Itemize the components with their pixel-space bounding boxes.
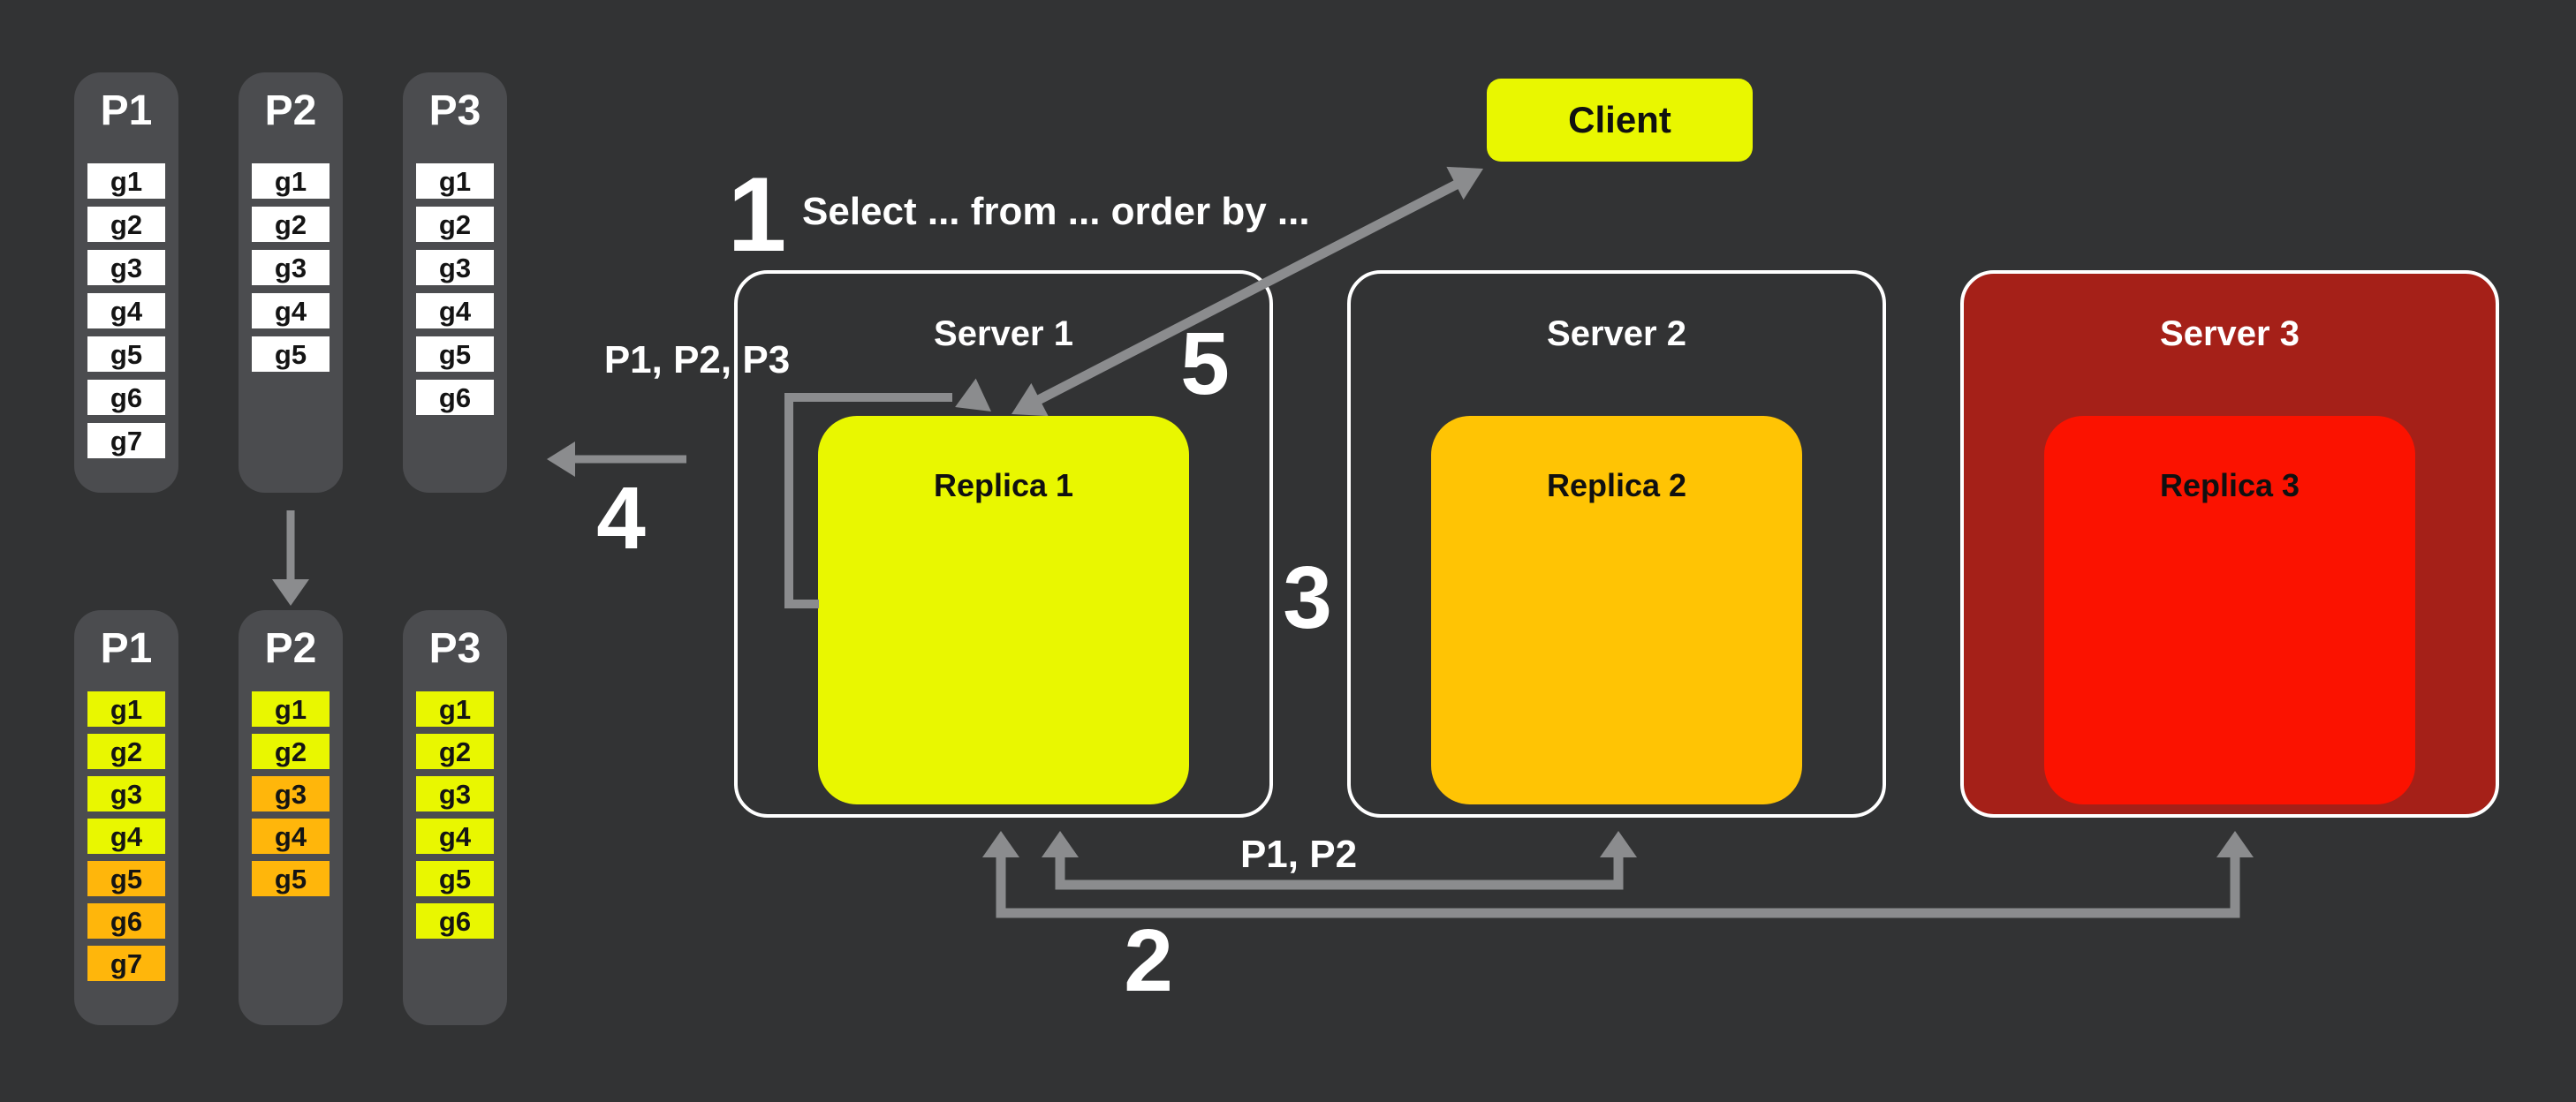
gene-cell: g6 — [87, 903, 165, 939]
gene-list: g1 g2 g3 g4 g5 g6 g7 — [87, 163, 165, 458]
server-3-box: Server 3 Replica 3 — [1960, 270, 2499, 818]
gene-cell: g3 — [252, 776, 330, 811]
step-2-label: 2 — [1124, 911, 1173, 1010]
gene-cell: g3 — [87, 250, 165, 285]
replica-1-box: Replica 1 — [818, 416, 1189, 804]
gene-cell: g4 — [252, 293, 330, 328]
partition-after-p3: P3 g1 g2 g3 g4 g5 g6 — [403, 610, 507, 1025]
gene-list: g1 g2 g3 g4 g5 g6 — [416, 163, 494, 415]
gene-cell: g3 — [252, 250, 330, 285]
query-text-label: Select ... from ... order by ... — [802, 190, 1310, 233]
server-name: Server 3 — [2160, 314, 2299, 353]
server-name: Server 2 — [1547, 314, 1686, 353]
partition-title: P2 — [264, 625, 317, 672]
gene-cell: g3 — [416, 776, 494, 811]
client-label: Client — [1568, 99, 1671, 140]
partition-title: P3 — [428, 87, 481, 134]
partition-before-p1: P1 g1 g2 g3 g4 g5 g6 g7 — [74, 72, 178, 493]
gene-cell: g2 — [252, 734, 330, 769]
gene-cell: g2 — [87, 207, 165, 242]
replica-name: Replica 2 — [1546, 467, 1687, 503]
loop-partitions-label: P1, P2, P3 — [603, 338, 791, 381]
gene-cell: g3 — [87, 776, 165, 811]
sync-partitions-label: P1, P2 — [1239, 833, 1358, 876]
gene-cell: g6 — [87, 380, 165, 415]
gene-cell: g4 — [416, 819, 494, 854]
partition-title: P2 — [264, 87, 317, 134]
server1-server3-sync-arrow-icon — [982, 831, 2254, 918]
step-1-label: 1 — [727, 155, 787, 274]
gene-list: g1 g2 g3 g4 g5 — [252, 163, 330, 372]
gene-cell: g7 — [87, 423, 165, 458]
partition-after-p1: P1 g1 g2 g3 g4 g5 g6 g7 — [74, 610, 178, 1025]
gene-cell: g4 — [416, 293, 494, 328]
gene-cell: g5 — [252, 336, 330, 372]
gene-cell: g1 — [87, 163, 165, 199]
gene-cell: g4 — [252, 819, 330, 854]
gene-list: g1 g2 g3 g4 g5 g6 — [416, 691, 494, 939]
gene-cell: g5 — [87, 861, 165, 896]
replica-name: Replica 1 — [933, 467, 1074, 503]
gene-cell: g5 — [87, 336, 165, 372]
replica-name: Replica 3 — [2159, 467, 2300, 503]
gene-cell: g6 — [416, 380, 494, 415]
gene-cell: g1 — [87, 691, 165, 727]
gene-cell: g4 — [87, 293, 165, 328]
gene-cell: g4 — [87, 819, 165, 854]
gene-cell: g7 — [87, 946, 165, 981]
gene-list: g1 g2 g3 g4 g5 — [252, 691, 330, 896]
step-3-label: 3 — [1283, 548, 1332, 647]
gene-cell: g1 — [252, 691, 330, 727]
gene-cell: g5 — [252, 861, 330, 896]
gene-cell: g2 — [416, 734, 494, 769]
gene-cell: g1 — [416, 691, 494, 727]
partition-before-p2: P2 g1 g2 g3 g4 g5 — [239, 72, 343, 493]
partition-title: P3 — [428, 625, 481, 672]
replica-2-box: Replica 2 — [1431, 416, 1802, 804]
gene-list: g1 g2 g3 g4 g5 g6 g7 — [87, 691, 165, 981]
gene-cell: g5 — [416, 861, 494, 896]
server-2-box: Server 2 Replica 2 — [1347, 270, 1886, 818]
gene-cell: g6 — [416, 903, 494, 939]
gene-cell: g2 — [252, 207, 330, 242]
gene-cell: g1 — [252, 163, 330, 199]
repartition-down-arrow-icon — [272, 510, 309, 606]
partition-title: P1 — [100, 625, 153, 672]
gene-cell: g5 — [416, 336, 494, 372]
replica-3-box: Replica 3 — [2044, 416, 2415, 804]
gene-cell: g2 — [416, 207, 494, 242]
gene-cell: g2 — [87, 734, 165, 769]
gene-cell: g1 — [416, 163, 494, 199]
client-box: Client — [1487, 79, 1753, 162]
step-4-label: 4 — [596, 469, 646, 568]
partition-title: P1 — [100, 87, 153, 134]
partition-before-p3: P3 g1 g2 g3 g4 g5 g6 — [403, 72, 507, 493]
step-5-label: 5 — [1180, 314, 1230, 413]
gene-cell: g3 — [416, 250, 494, 285]
partition-after-p2: P2 g1 g2 g3 g4 g5 — [239, 610, 343, 1025]
